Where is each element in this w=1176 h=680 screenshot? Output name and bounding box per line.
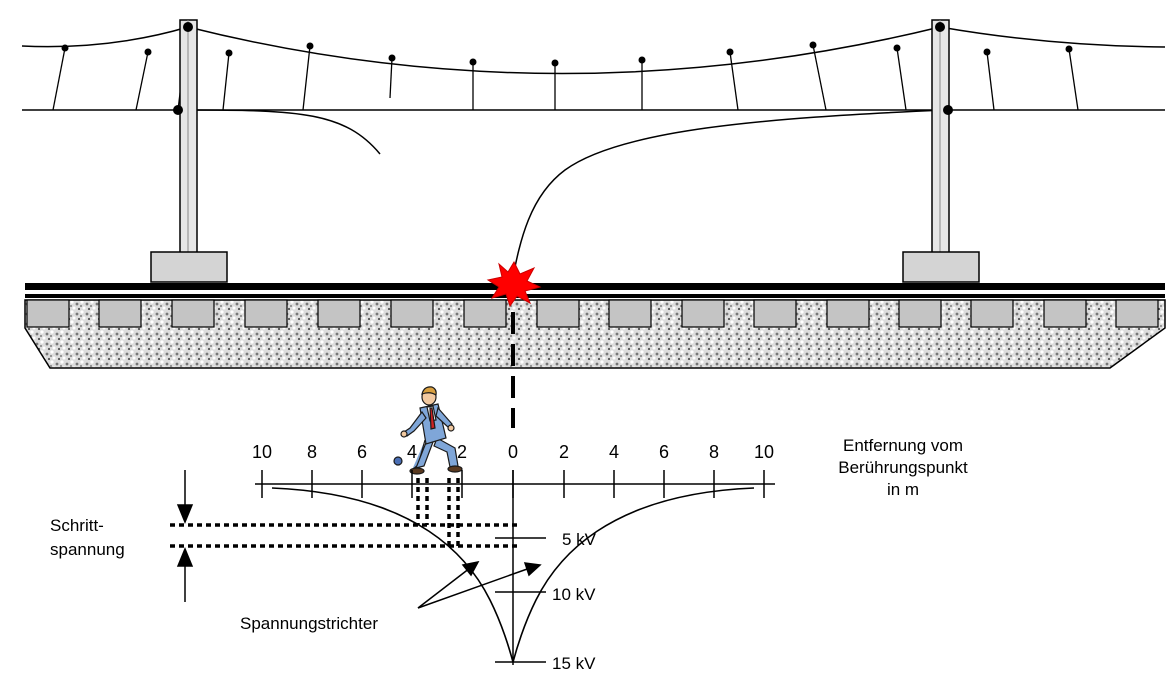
voltage-label-10kv: 10 kV xyxy=(552,585,596,604)
step-voltage-projections xyxy=(170,478,520,548)
axis-tick-labels: 10 8 6 4 2 0 2 4 6 8 10 xyxy=(252,442,774,462)
sleepers xyxy=(26,299,1159,328)
axis-tick-label: 4 xyxy=(609,442,619,462)
person-illustration xyxy=(393,386,463,475)
mast-right xyxy=(902,19,980,283)
rail xyxy=(25,283,1165,290)
axis-tick-label: 10 xyxy=(252,442,272,462)
voltage-label-15kv: 15 kV xyxy=(552,654,596,673)
step-voltage-label-line2: spannung xyxy=(50,540,125,559)
distance-axis xyxy=(255,470,775,665)
distance-title-line1: Entfernung vom xyxy=(843,436,963,455)
mast-left xyxy=(150,19,228,283)
axis-tick-label: 10 xyxy=(754,442,774,462)
axis-tick-label: 4 xyxy=(407,442,417,462)
voltage-funnel-label: Spannungstrichter xyxy=(240,614,378,633)
track xyxy=(24,283,1166,369)
funnel-curve-right xyxy=(512,487,755,663)
axis-tick-label: 6 xyxy=(659,442,669,462)
distance-title-line2: Berührungspunkt xyxy=(838,458,968,477)
ballast-bed xyxy=(24,299,1166,369)
catenary-messenger-wire xyxy=(187,26,941,75)
axis-tick-label: 0 xyxy=(508,442,518,462)
step-voltage-label-line1: Schritt- xyxy=(50,516,104,535)
mast-foundation xyxy=(150,251,228,283)
axis-tick-label: 8 xyxy=(307,442,317,462)
step-voltage-arrows xyxy=(176,470,194,602)
voltage-ticks xyxy=(495,537,546,663)
axis-tick-label: 8 xyxy=(709,442,719,462)
droppers xyxy=(52,26,1079,111)
mast-foundation xyxy=(902,251,980,283)
torn-contact-wire xyxy=(187,109,381,155)
catenary-messenger-wire xyxy=(939,26,1166,48)
funnel-pointer-arrows xyxy=(417,560,542,609)
rail xyxy=(25,294,1165,298)
axis-ticks xyxy=(261,470,765,498)
catenary-messenger-wire xyxy=(21,26,189,48)
axis-tick-label: 2 xyxy=(457,442,467,462)
voltage-label-5kv: 5 kV xyxy=(562,530,597,549)
distance-title-line3: in m xyxy=(887,480,919,499)
catenary xyxy=(21,26,1166,283)
axis-tick-label: 2 xyxy=(559,442,569,462)
voltage-funnel xyxy=(271,487,755,663)
spark-icon xyxy=(486,260,542,308)
axis-tick-label: 6 xyxy=(357,442,367,462)
clamps xyxy=(61,41,1073,67)
fallen-wire xyxy=(511,109,946,283)
funnel-curve-left xyxy=(271,487,514,663)
